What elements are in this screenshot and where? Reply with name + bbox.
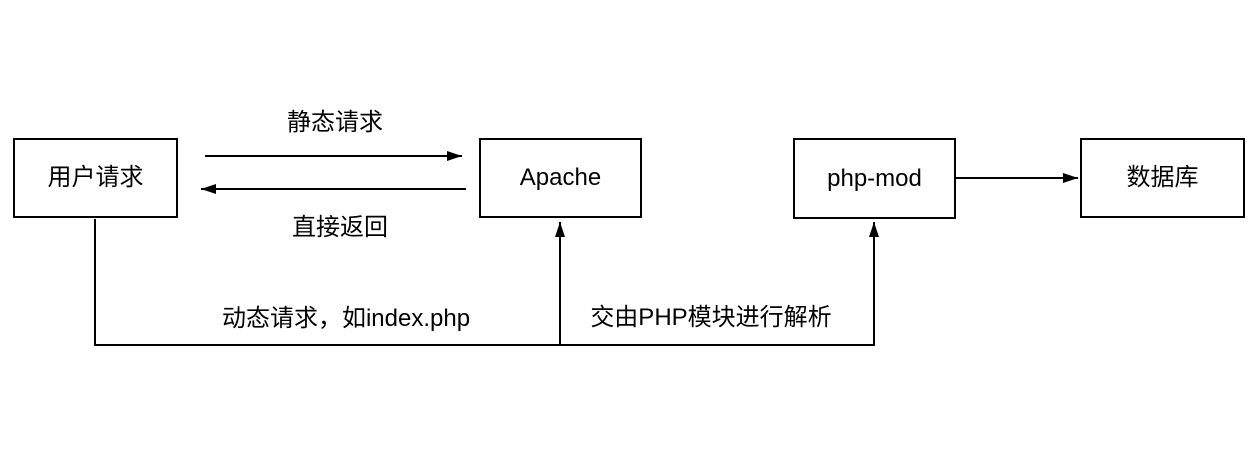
node-database-label: 数据库 [1126, 164, 1199, 191]
edge-label-direct-return: 直接返回 [240, 214, 440, 242]
node-user-request: 用户请求 [13, 138, 178, 218]
node-apache-label: Apache [519, 164, 602, 191]
node-database: 数据库 [1080, 138, 1245, 218]
arrow-dynamic-request [94, 219, 565, 346]
node-php-mod: php-mod [793, 138, 956, 219]
edge-label-dynamic-request: 动态请求，如index.php [196, 305, 496, 333]
edge-label-php-parse: 交由PHP模块进行解析 [561, 304, 861, 332]
edge-label-static-request: 静态请求 [235, 109, 435, 137]
node-php-mod-label: php-mod [827, 164, 922, 192]
node-apache: Apache [479, 138, 642, 218]
arrow-php-parse [560, 222, 879, 346]
node-user-request-label: 用户请求 [47, 164, 144, 191]
